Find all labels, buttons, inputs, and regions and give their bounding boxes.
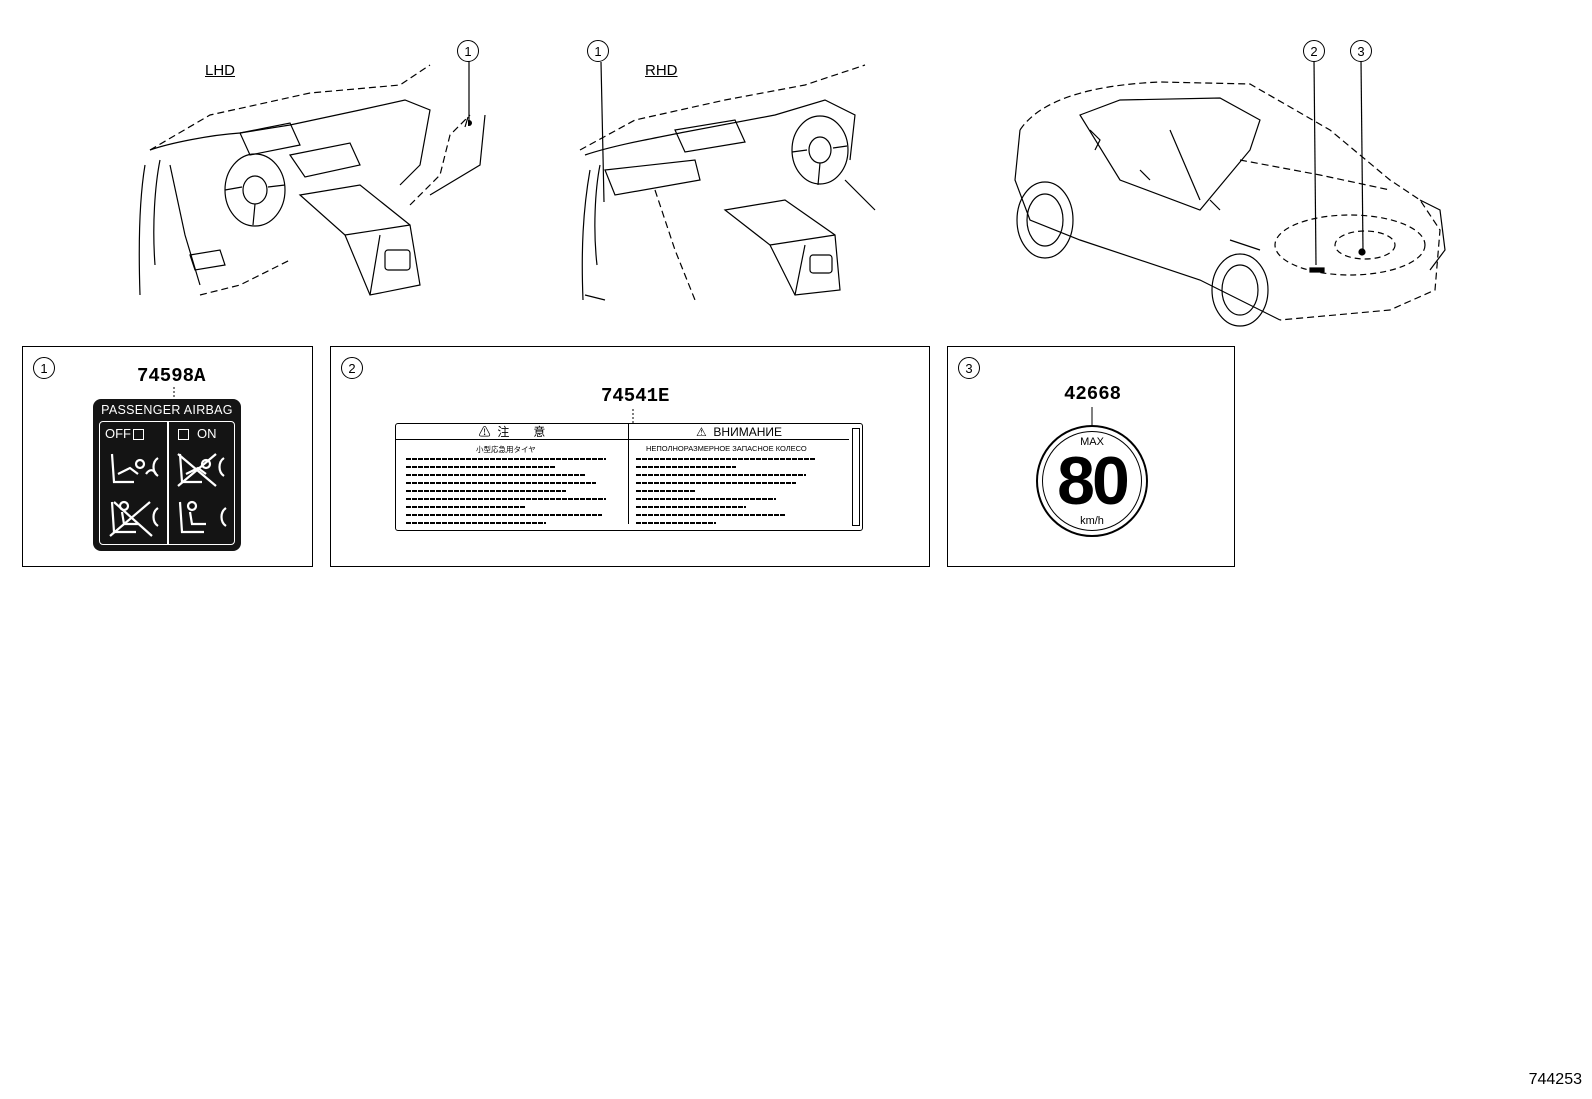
- caution-divider: [628, 424, 629, 524]
- lhd-leader-line: [466, 60, 472, 126]
- panel-2-callout: 2: [341, 357, 363, 379]
- lhd-callout-1: 1: [457, 40, 479, 62]
- fine-print-line: [406, 466, 556, 468]
- lhd-dashboard-illustration: [130, 55, 500, 315]
- car-callout-2: 2: [1303, 40, 1325, 62]
- caution-left-subtitle: 小型応急用タイヤ: [476, 445, 536, 454]
- panel-1-leader: [173, 387, 175, 399]
- speed-limit-sign: MAX 80 km/h: [1036, 425, 1148, 537]
- fine-print-line: [406, 458, 606, 460]
- warning-triangle-icon: ⚠: [695, 425, 707, 439]
- lhd-view-label: LHD: [205, 62, 236, 79]
- airbag-on-lamp-icon: [178, 429, 189, 440]
- fine-print-line: [636, 482, 796, 484]
- car-leader-drawing: [1313, 59, 1364, 266]
- panel-1-callout: 1: [33, 357, 55, 379]
- fine-print-line: [636, 466, 736, 468]
- fine-print-line: [406, 490, 566, 492]
- speed-max-label: MAX: [1080, 436, 1104, 448]
- panel-speed-label: 3 42668 MAX 80 km/h: [947, 346, 1235, 567]
- panel-2-part-number: 74541E: [601, 385, 670, 407]
- airbag-off-indicator: OFF: [105, 426, 146, 441]
- rhd-dashboard-drawing: [579, 64, 876, 301]
- caution-right-header: ⚠ ВНИМАНИЕ: [629, 424, 849, 440]
- rhd-leader-line: [598, 61, 608, 212]
- warning-triangle-icon: ⚠: [478, 425, 491, 439]
- airbag-label: PASSENGER AIRBAG OFF ON: [93, 399, 241, 551]
- caution-right-subtitle: НЕПОЛНОРАЗМЕРНОЕ ЗАПАСНОЕ КОЛЕСО: [646, 444, 807, 453]
- rhd-callout-1: 1: [587, 40, 609, 62]
- fine-print-line: [636, 514, 786, 516]
- caution-scroll-indicator: [852, 428, 860, 526]
- panel-3-leader: [1091, 407, 1093, 427]
- occupant-seat-prohibited-icon: [109, 500, 159, 537]
- rear-facing-child-seat-prohibited-icon: [177, 453, 225, 487]
- speed-sign-inner-ring: [1042, 431, 1142, 531]
- panel-caution-label: 2 74541E ⚠ 注 意 ⚠ ВНИМАНИЕ 小型応急用タイヤ НЕПОЛ…: [330, 346, 930, 567]
- occupant-seat-icon: [178, 500, 227, 534]
- fine-print-line: [636, 490, 696, 492]
- fine-print-line: [636, 498, 776, 500]
- panel-3-part-number: 42668: [1064, 383, 1122, 405]
- rhd-view-label: RHD: [645, 62, 678, 79]
- airbag-on-indicator: ON: [176, 426, 217, 441]
- speed-value: 80: [1057, 443, 1130, 519]
- fine-print-line: [636, 506, 746, 508]
- airbag-on-label: ON: [197, 426, 217, 441]
- car-exterior-illustration: [1000, 70, 1460, 330]
- airbag-grid: OFF ON: [99, 421, 235, 545]
- fine-print-line: [636, 474, 806, 476]
- airbag-title: PASSENGER AIRBAG: [101, 403, 233, 417]
- fine-print-line: [636, 458, 816, 460]
- rear-facing-child-seat-icon: [110, 453, 159, 484]
- rhd-leader-drawing: [600, 61, 605, 203]
- diagram-id: 744253: [1528, 1071, 1582, 1088]
- speed-unit: km/h: [1080, 515, 1104, 527]
- panel-2-leader: [632, 409, 634, 423]
- airbag-off-label: OFF: [105, 426, 131, 441]
- fine-print-line: [406, 514, 602, 516]
- lhd-dashboard-drawing: [138, 64, 486, 296]
- fine-print-line: [406, 498, 606, 500]
- fine-print-line: [636, 522, 716, 524]
- fine-print-line: [406, 522, 546, 524]
- panel-1-part-number: 74598A: [137, 365, 206, 387]
- fine-print-line: [406, 474, 586, 476]
- car-callout-3: 3: [1350, 40, 1372, 62]
- panel-airbag-label: 1 74598A PASSENGER AIRBAG OFF ON: [22, 346, 313, 567]
- caution-right-header-text: ВНИМАНИЕ: [713, 425, 783, 439]
- lhd-leader-drawing: [466, 60, 472, 126]
- caution-label: ⚠ 注 意 ⚠ ВНИМАНИЕ 小型応急用タイヤ НЕПОЛНОРАЗМЕРН…: [395, 423, 863, 531]
- panel-3-callout: 3: [958, 357, 980, 379]
- fine-print-line: [406, 482, 596, 484]
- car-leader-lines: [1300, 59, 1380, 275]
- car-exterior-drawing: [1014, 81, 1446, 327]
- airbag-divider: [167, 422, 169, 544]
- caution-left-header: ⚠ 注 意: [396, 424, 628, 440]
- fine-print-line: [406, 506, 526, 508]
- caution-left-header-text: 注 意: [497, 425, 546, 439]
- rhd-dashboard-illustration: [575, 60, 885, 310]
- airbag-off-lamp-icon: [133, 429, 144, 440]
